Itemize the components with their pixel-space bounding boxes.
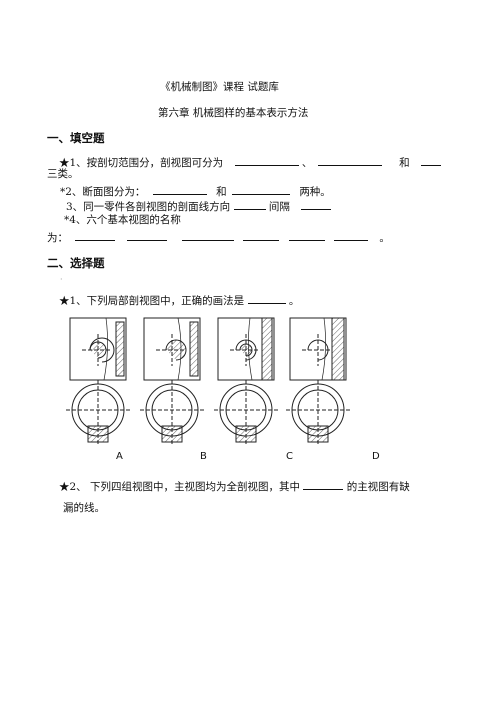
option-label-c: C (286, 451, 293, 462)
question-1-end: 三类。 (47, 168, 79, 180)
question-1-line: ★1、按剖切范围分，剖视图可分为 、 和 (59, 155, 441, 170)
answer-blank[interactable] (234, 155, 299, 166)
drawing-option-a (66, 317, 130, 446)
connector-text: 间隔 (268, 201, 290, 213)
question-3-text: 3、同一零件各剖视图的剖面线方向 (66, 201, 231, 213)
choice-question-2-text-end: 的主视图有缺 (346, 481, 410, 493)
answer-blank[interactable] (233, 199, 266, 210)
question-1-text: ★1、按剖切范围分，剖视图可分为 (59, 157, 224, 169)
choice-question-2-line: ★2、 下列四组视图中，主视图均为全剖视图，其中 的主视图有缺 (59, 479, 410, 494)
question-2-text: *2、断面图分为： (60, 186, 146, 198)
answer-blank[interactable] (247, 293, 286, 304)
question-2-end: 两种。 (299, 186, 331, 198)
stray-dot: · (60, 275, 63, 284)
drawing-option-d (286, 317, 350, 446)
answer-blank[interactable] (334, 230, 369, 241)
page-title: 《机械制图》课程 试题库 (160, 81, 279, 93)
answer-blank[interactable] (243, 230, 280, 241)
connector-text: 和 (399, 157, 410, 169)
option-label-a: A (116, 451, 123, 462)
question-4-answer-line: 为： 。 (47, 230, 390, 245)
answer-blank[interactable] (288, 230, 325, 241)
question-4-end: 。 (379, 232, 390, 244)
choice-question-2-text: ★2、 下列四组视图中，主视图均为全剖视图，其中 (59, 481, 301, 493)
section-view-drawings (66, 317, 350, 446)
answer-blank[interactable] (152, 184, 207, 195)
drawing-option-b (140, 317, 204, 446)
choice-question-1-end: 。 (288, 295, 300, 307)
section-heading-fill-blank: 一、填空题 (47, 131, 105, 145)
question-4-text: *4、六个基本视图的名称 (64, 214, 181, 226)
option-label-b: B (200, 451, 207, 462)
separator: 、 (301, 157, 313, 169)
answer-blank[interactable] (75, 230, 116, 241)
answer-blank[interactable] (126, 230, 167, 241)
answer-blank[interactable] (303, 479, 344, 490)
answer-blank[interactable] (301, 199, 332, 210)
answer-blank[interactable] (231, 184, 290, 195)
option-label-d: D (372, 451, 380, 462)
choice-question-2-line-2: 漏的线。 (63, 502, 105, 514)
answer-blank[interactable] (182, 230, 235, 241)
answer-blank[interactable] (420, 155, 441, 166)
question-4-prefix: 为： (47, 232, 68, 244)
chapter-title: 第六章 机械图样的基本表示方法 (158, 107, 309, 119)
connector-text: 和 (216, 186, 227, 198)
question-2-line: *2、断面图分为： 和 两种。 (60, 184, 331, 199)
drawing-option-c (214, 317, 278, 446)
choice-question-1-line: ★1、下列局部剖视图中，正确的画法是 。 (59, 293, 299, 308)
question-3-line: 3、同一零件各剖视图的剖面线方向 间隔 (66, 199, 332, 214)
section-heading-multiple-choice: 二、选择题 (47, 256, 105, 270)
answer-blank[interactable] (317, 155, 382, 166)
choice-question-1-text: ★1、下列局部剖视图中，正确的画法是 (59, 295, 245, 307)
